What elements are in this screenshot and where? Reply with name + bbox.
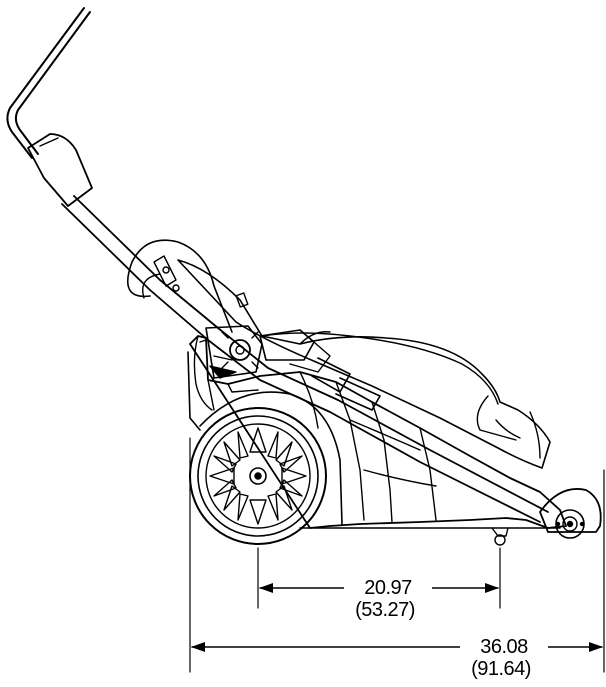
overall-length-imperial-label: 36.08 [460,636,548,658]
grass-bag [177,259,551,469]
mower-deck [187,335,567,529]
extension-lines [189,437,605,673]
caster [491,527,509,546]
wheelbase-imperial-label: 20.97 [344,577,432,599]
rear-wheel [189,407,327,545]
handle [6,7,549,523]
overall-length-metric-label: (91.64) [471,658,531,680]
wheel-spokes [209,427,307,525]
front-wheel [539,488,602,539]
wheelbase-metric-label: (53.27) [355,599,415,621]
handle-grip [27,133,93,207]
